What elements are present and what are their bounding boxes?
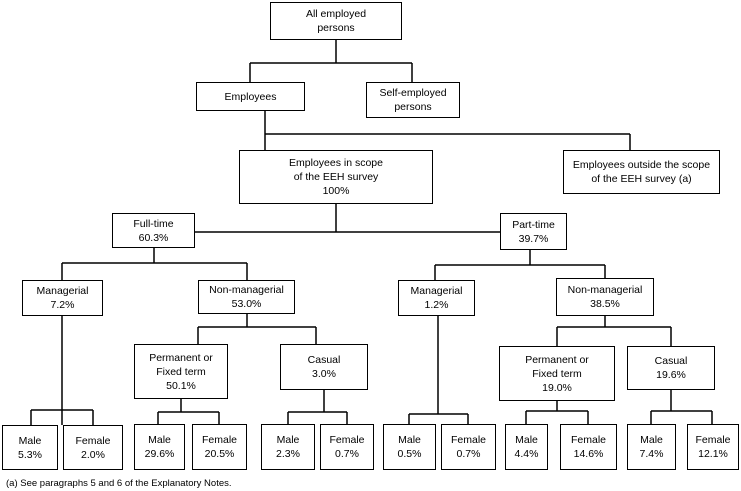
- node-text-line: Fixed term: [532, 367, 582, 380]
- leaf-pt-casual-male: Male 7.4%: [627, 424, 676, 470]
- node-pt-non-managerial: Non-managerial 38.5%: [556, 278, 654, 316]
- node-text-line: Employees outside the scope: [572, 159, 711, 171]
- node-text-line: Fixed term: [156, 365, 206, 378]
- node-text-line: Male: [640, 434, 663, 446]
- node-text-line: 12.1%: [698, 448, 728, 460]
- node-text-line: 0.7%: [335, 448, 359, 460]
- node-text-line: persons: [317, 22, 355, 34]
- node-text-line: Female: [201, 434, 237, 446]
- node-employees-in-scope: Employees in scope of the EEH survey 100%: [239, 150, 433, 204]
- leaf-ft-permanent-male: Male 29.6%: [134, 424, 185, 470]
- node-pt-managerial: Managerial 1.2%: [398, 280, 475, 316]
- node-text-line: 38.5%: [590, 298, 620, 310]
- node-text-line: persons: [394, 101, 432, 113]
- node-text-line: Male: [18, 434, 42, 447]
- leaf-ft-casual-female: Female 0.7%: [320, 424, 374, 470]
- node-ft-casual: Casual 3.0%: [280, 344, 368, 390]
- node-text-line: 29.6%: [144, 448, 175, 460]
- node-text-line: 0.7%: [456, 448, 481, 460]
- node-text-line: Employees in scope: [289, 157, 383, 169]
- node-text-line: 2.3%: [276, 448, 300, 460]
- node-text-line: All employed: [305, 8, 367, 20]
- node-text-line: 100%: [322, 185, 350, 197]
- node-text-line: 7.2%: [50, 299, 75, 311]
- node-text-line: Non-managerial: [209, 284, 284, 296]
- node-text-line: 53.0%: [231, 298, 262, 310]
- node-text-line: Male: [276, 434, 300, 446]
- node-all-employed-persons: All employed persons: [270, 2, 402, 40]
- leaf-pt-managerial-male: Male 0.5%: [383, 424, 436, 470]
- node-employees: Employees: [196, 82, 305, 111]
- node-text-line: Female: [570, 434, 606, 446]
- node-text-line: Managerial: [36, 285, 89, 297]
- node-text-line: 0.5%: [397, 448, 422, 460]
- node-text-line: Male: [148, 434, 171, 446]
- leaf-pt-managerial-female: Female 0.7%: [441, 424, 496, 470]
- node-text-line: 14.6%: [573, 448, 604, 460]
- node-text-line: Permanent or: [525, 353, 589, 366]
- node-self-employed-persons: Self-employed persons: [366, 82, 460, 118]
- node-text-line: Female: [695, 434, 731, 446]
- node-text-line: 60.3%: [138, 231, 169, 244]
- node-ft-managerial: Managerial 7.2%: [22, 280, 103, 316]
- node-text-line: Non-managerial: [567, 284, 643, 296]
- node-text-line: Self-employed: [379, 87, 447, 99]
- node-text-line: Full-time: [133, 217, 174, 230]
- node-text-line: Managerial: [410, 285, 463, 297]
- node-text-line: Casual: [307, 354, 341, 366]
- node-text-line: 1.2%: [424, 299, 449, 311]
- leaf-pt-casual-female: Female 12.1%: [687, 424, 739, 470]
- node-text-line: Permanent or: [149, 351, 213, 364]
- node-text-line: Part-time: [512, 218, 555, 231]
- node-text-line: 39.7%: [518, 232, 549, 245]
- node-text-line: Female: [329, 434, 365, 446]
- node-text-line: Female: [75, 434, 111, 447]
- leaf-pt-permanent-male: Male 4.4%: [505, 424, 548, 470]
- leaf-ft-casual-male: Male 2.3%: [261, 424, 315, 470]
- node-text-line: Male: [515, 434, 538, 446]
- node-text-line: 3.0%: [312, 368, 336, 380]
- node-text-line: 4.4%: [514, 448, 539, 460]
- node-text-line: 20.5%: [204, 448, 235, 460]
- leaf-pt-permanent-female: Female 14.6%: [560, 424, 617, 470]
- node-text-line: 2.0%: [81, 448, 105, 461]
- node-text-line: Casual: [654, 355, 688, 367]
- footnote: (a) See paragraphs 5 and 6 of the Explan…: [6, 478, 232, 489]
- leaf-ft-permanent-female: Female 20.5%: [192, 424, 247, 470]
- node-text-line: Female: [450, 434, 486, 446]
- node-text-line: 50.1%: [166, 379, 196, 392]
- node-text-line: Male: [398, 434, 421, 446]
- node-pt-casual: Casual 19.6%: [627, 346, 715, 390]
- node-employees-outside-scope: Employees outside the scope of the EEH su…: [563, 150, 720, 194]
- node-ft-non-managerial: Non-managerial 53.0%: [198, 280, 295, 314]
- node-text-line: of the EEH survey: [293, 171, 379, 183]
- node-text-line: 19.0%: [542, 381, 572, 394]
- node-text-line: of the EEH survey (a): [591, 173, 692, 185]
- node-text-line: 7.4%: [639, 448, 664, 460]
- node-text-line: 19.6%: [656, 369, 686, 381]
- node-text-line: 5.3%: [18, 448, 42, 461]
- node-text-line: Employees: [224, 90, 277, 103]
